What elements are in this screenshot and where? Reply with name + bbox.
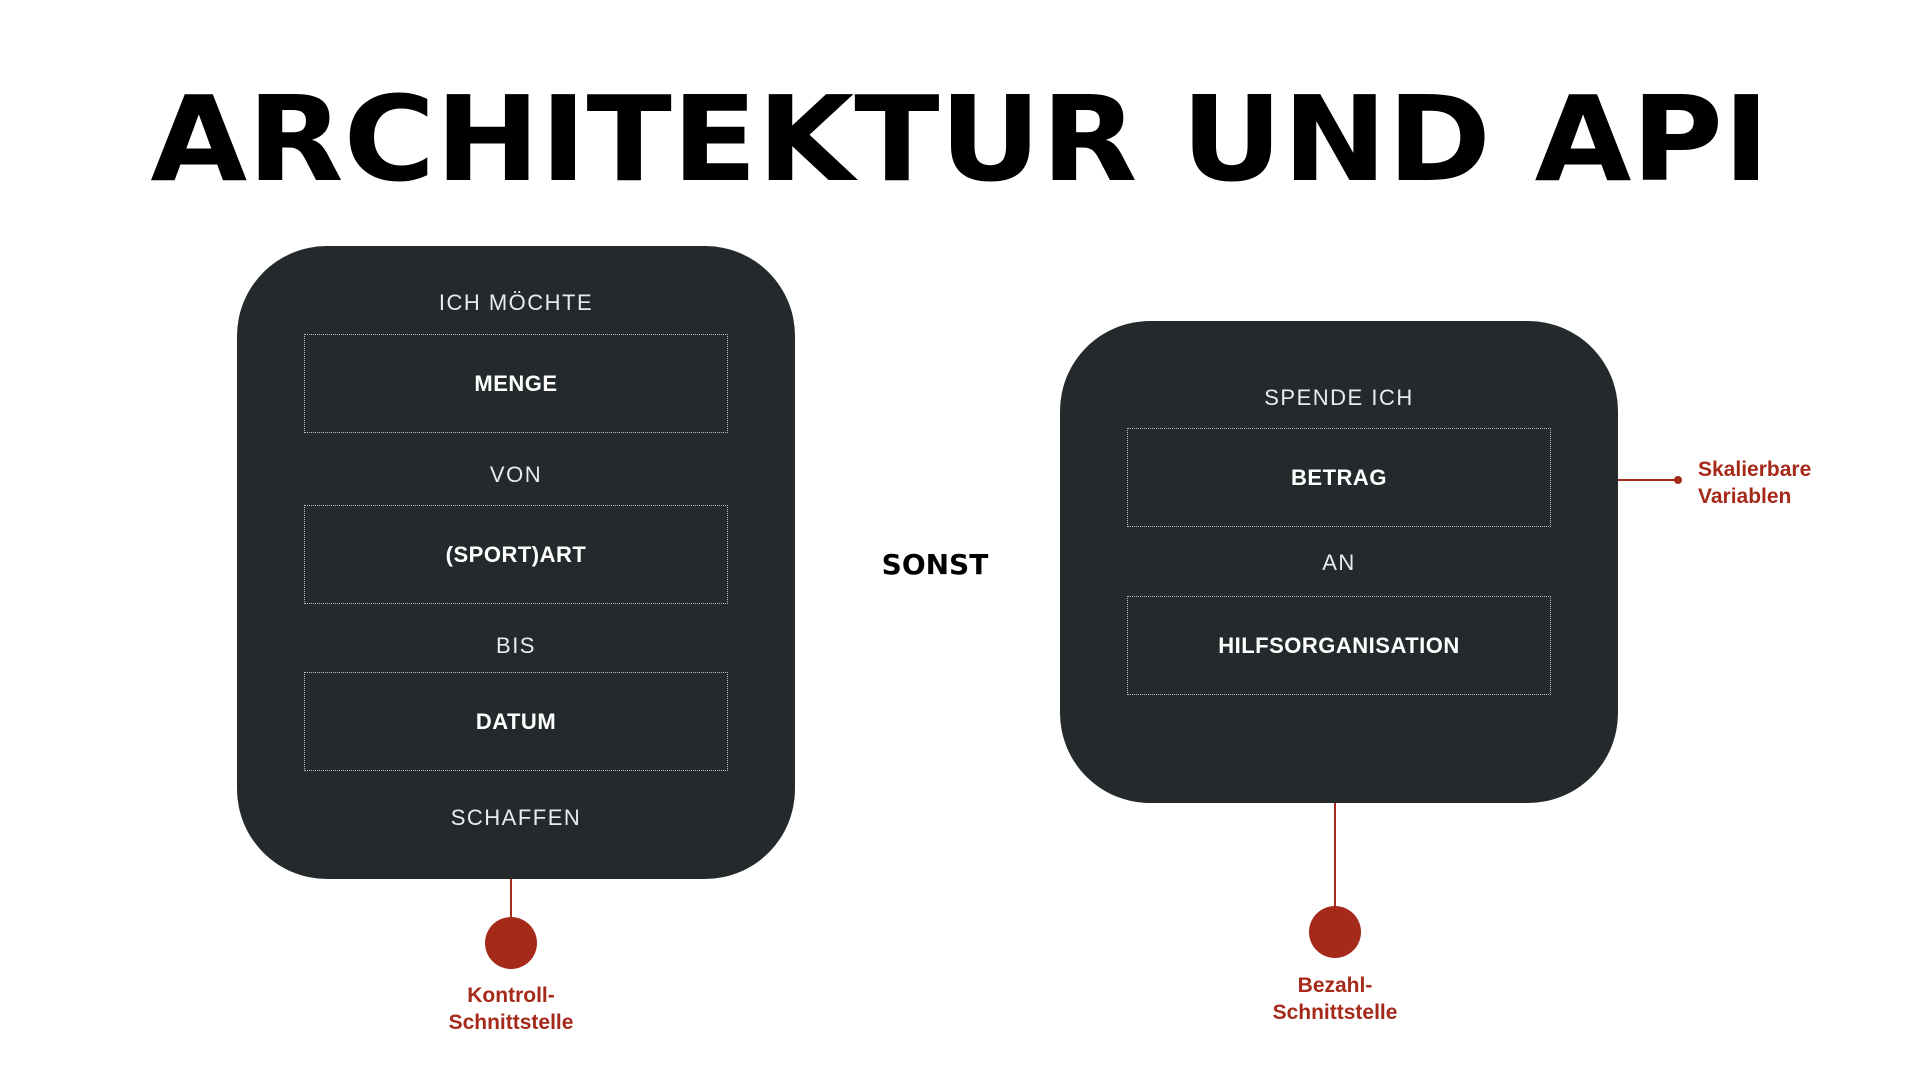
slot-datum: DATUM xyxy=(304,672,728,771)
connector-word-bis: BIS xyxy=(496,633,536,658)
connector-sonst: SONST xyxy=(881,548,989,581)
label-line: Bezahl- xyxy=(1297,974,1373,997)
label-line: Kontroll- xyxy=(467,984,555,1007)
side-connector-dot xyxy=(1674,476,1682,484)
slot-betrag: BETRAG xyxy=(1127,428,1551,527)
control-interface-label: Kontroll- Schnittstelle xyxy=(411,982,611,1036)
scalable-variables-label: Skalierbare Variablen xyxy=(1698,456,1878,510)
intro-text: ICH MÖCHTE xyxy=(438,290,594,315)
connector-word-von: VON xyxy=(489,462,543,487)
outro-text: SCHAFFEN xyxy=(450,805,582,830)
slot-menge: MENGE xyxy=(304,334,728,433)
slot-hilfsorganisation: HILFSORGANISATION xyxy=(1127,596,1551,695)
right-interface-dot xyxy=(1309,906,1361,958)
payment-interface-label: Bezahl- Schnittstelle xyxy=(1235,972,1435,1026)
label-line: Skalierbare xyxy=(1698,458,1812,481)
left-interface-dot xyxy=(485,917,537,969)
control-panel: ICH MÖCHTE MENGE VON (SPORT)ART BIS DATU… xyxy=(237,246,795,879)
slot-sportart: (SPORT)ART xyxy=(304,505,728,604)
payment-panel: SPENDE ICH BETRAG AN HILFSORGANISATION xyxy=(1060,321,1618,803)
label-line: Schnittstelle xyxy=(1272,1001,1398,1024)
label-line: Schnittstelle xyxy=(448,1011,574,1034)
page-title: ARCHITEKTUR UND API xyxy=(150,70,1770,208)
connector-word-an: AN xyxy=(1322,550,1356,575)
label-line: Variablen xyxy=(1698,485,1792,508)
intro-text: SPENDE ICH xyxy=(1264,385,1414,410)
